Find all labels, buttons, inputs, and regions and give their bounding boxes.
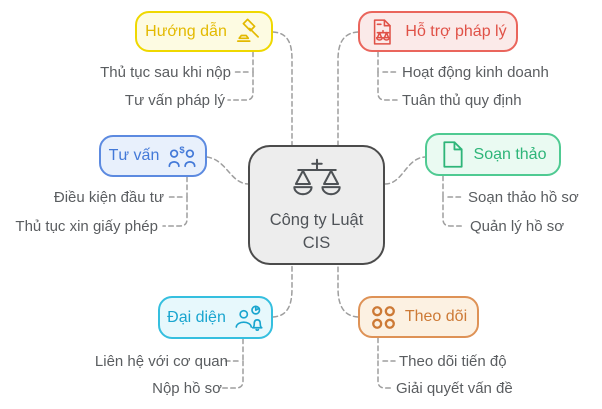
branch-node-theo-doi: Theo dõi	[358, 296, 479, 338]
document-scales-icon	[369, 18, 397, 46]
subitem-theo-doi-tien-do: Theo dõi tiến độ	[399, 353, 507, 370]
subitem-tu-van-phap-ly: Tư vấn pháp lý	[124, 92, 225, 109]
gavel-icon	[235, 18, 263, 46]
subitem-thu-tuc-sau-khi-nop: Thủ tục sau khi nộp	[100, 64, 231, 81]
branch-label-theo-doi: Theo dõi	[404, 308, 468, 325]
subitem-hoat-dong-kinh-doanh: Hoạt động kinh doanh	[402, 64, 549, 81]
subitem-dieu-kien-dau-tu: Điều kiện đầu tư	[53, 189, 164, 206]
subitem-thu-tuc-xin-giay-phep: Thủ tục xin giấy phép	[15, 218, 158, 235]
subitem-tuan-thu-quy-dinh: Tuân thủ quy định	[402, 92, 522, 109]
branch-node-huong-dan: Hướng dẫn	[135, 11, 273, 52]
center-title: Công ty Luật CIS	[270, 209, 364, 254]
branch-node-soan-thao: Soạn thảo	[425, 133, 561, 176]
branch-label-huong-dan: Hướng dẫn	[145, 22, 227, 40]
subitem-soan-thao-ho-so: Soạn thảo hồ sơ	[468, 189, 579, 206]
branch-label-dai-dien: Đại diện	[167, 308, 226, 326]
center-title-line1: Công ty Luật	[269, 211, 364, 230]
scales-icon	[292, 156, 342, 203]
svg-text:$: $	[180, 145, 186, 156]
grid-circles-icon	[370, 304, 397, 331]
branch-label-ho-tro-phap-ly: Hỗ trợ pháp lý	[405, 22, 507, 40]
branch-label-soan-thao: Soạn thảo	[473, 145, 547, 163]
branch-node-ho-tro-phap-ly: Hỗ trợ pháp lý	[358, 11, 518, 52]
center-title-line2: CIS	[302, 233, 331, 252]
branch-node-tu-van: Tư vấn $	[99, 135, 207, 177]
people-dollar-icon: $	[167, 143, 197, 169]
branch-label-tu-van: Tư vấn	[108, 147, 160, 164]
person-bell-icon	[234, 304, 264, 332]
document-icon	[440, 140, 466, 169]
center-node-cong-ty-luat-cis: Công ty Luật CIS	[248, 145, 385, 265]
subitem-giai-quyet-van-de: Giải quyết vấn đề	[396, 380, 513, 397]
subitem-nop-ho-so: Nộp hồ sơ	[152, 380, 222, 397]
subitem-quan-ly-ho-so: Quản lý hồ sơ	[470, 218, 565, 235]
branch-node-dai-dien: Đại diện	[158, 296, 273, 339]
subitem-lien-he-voi-co-quan: Liên hệ với cơ quan	[94, 353, 228, 370]
